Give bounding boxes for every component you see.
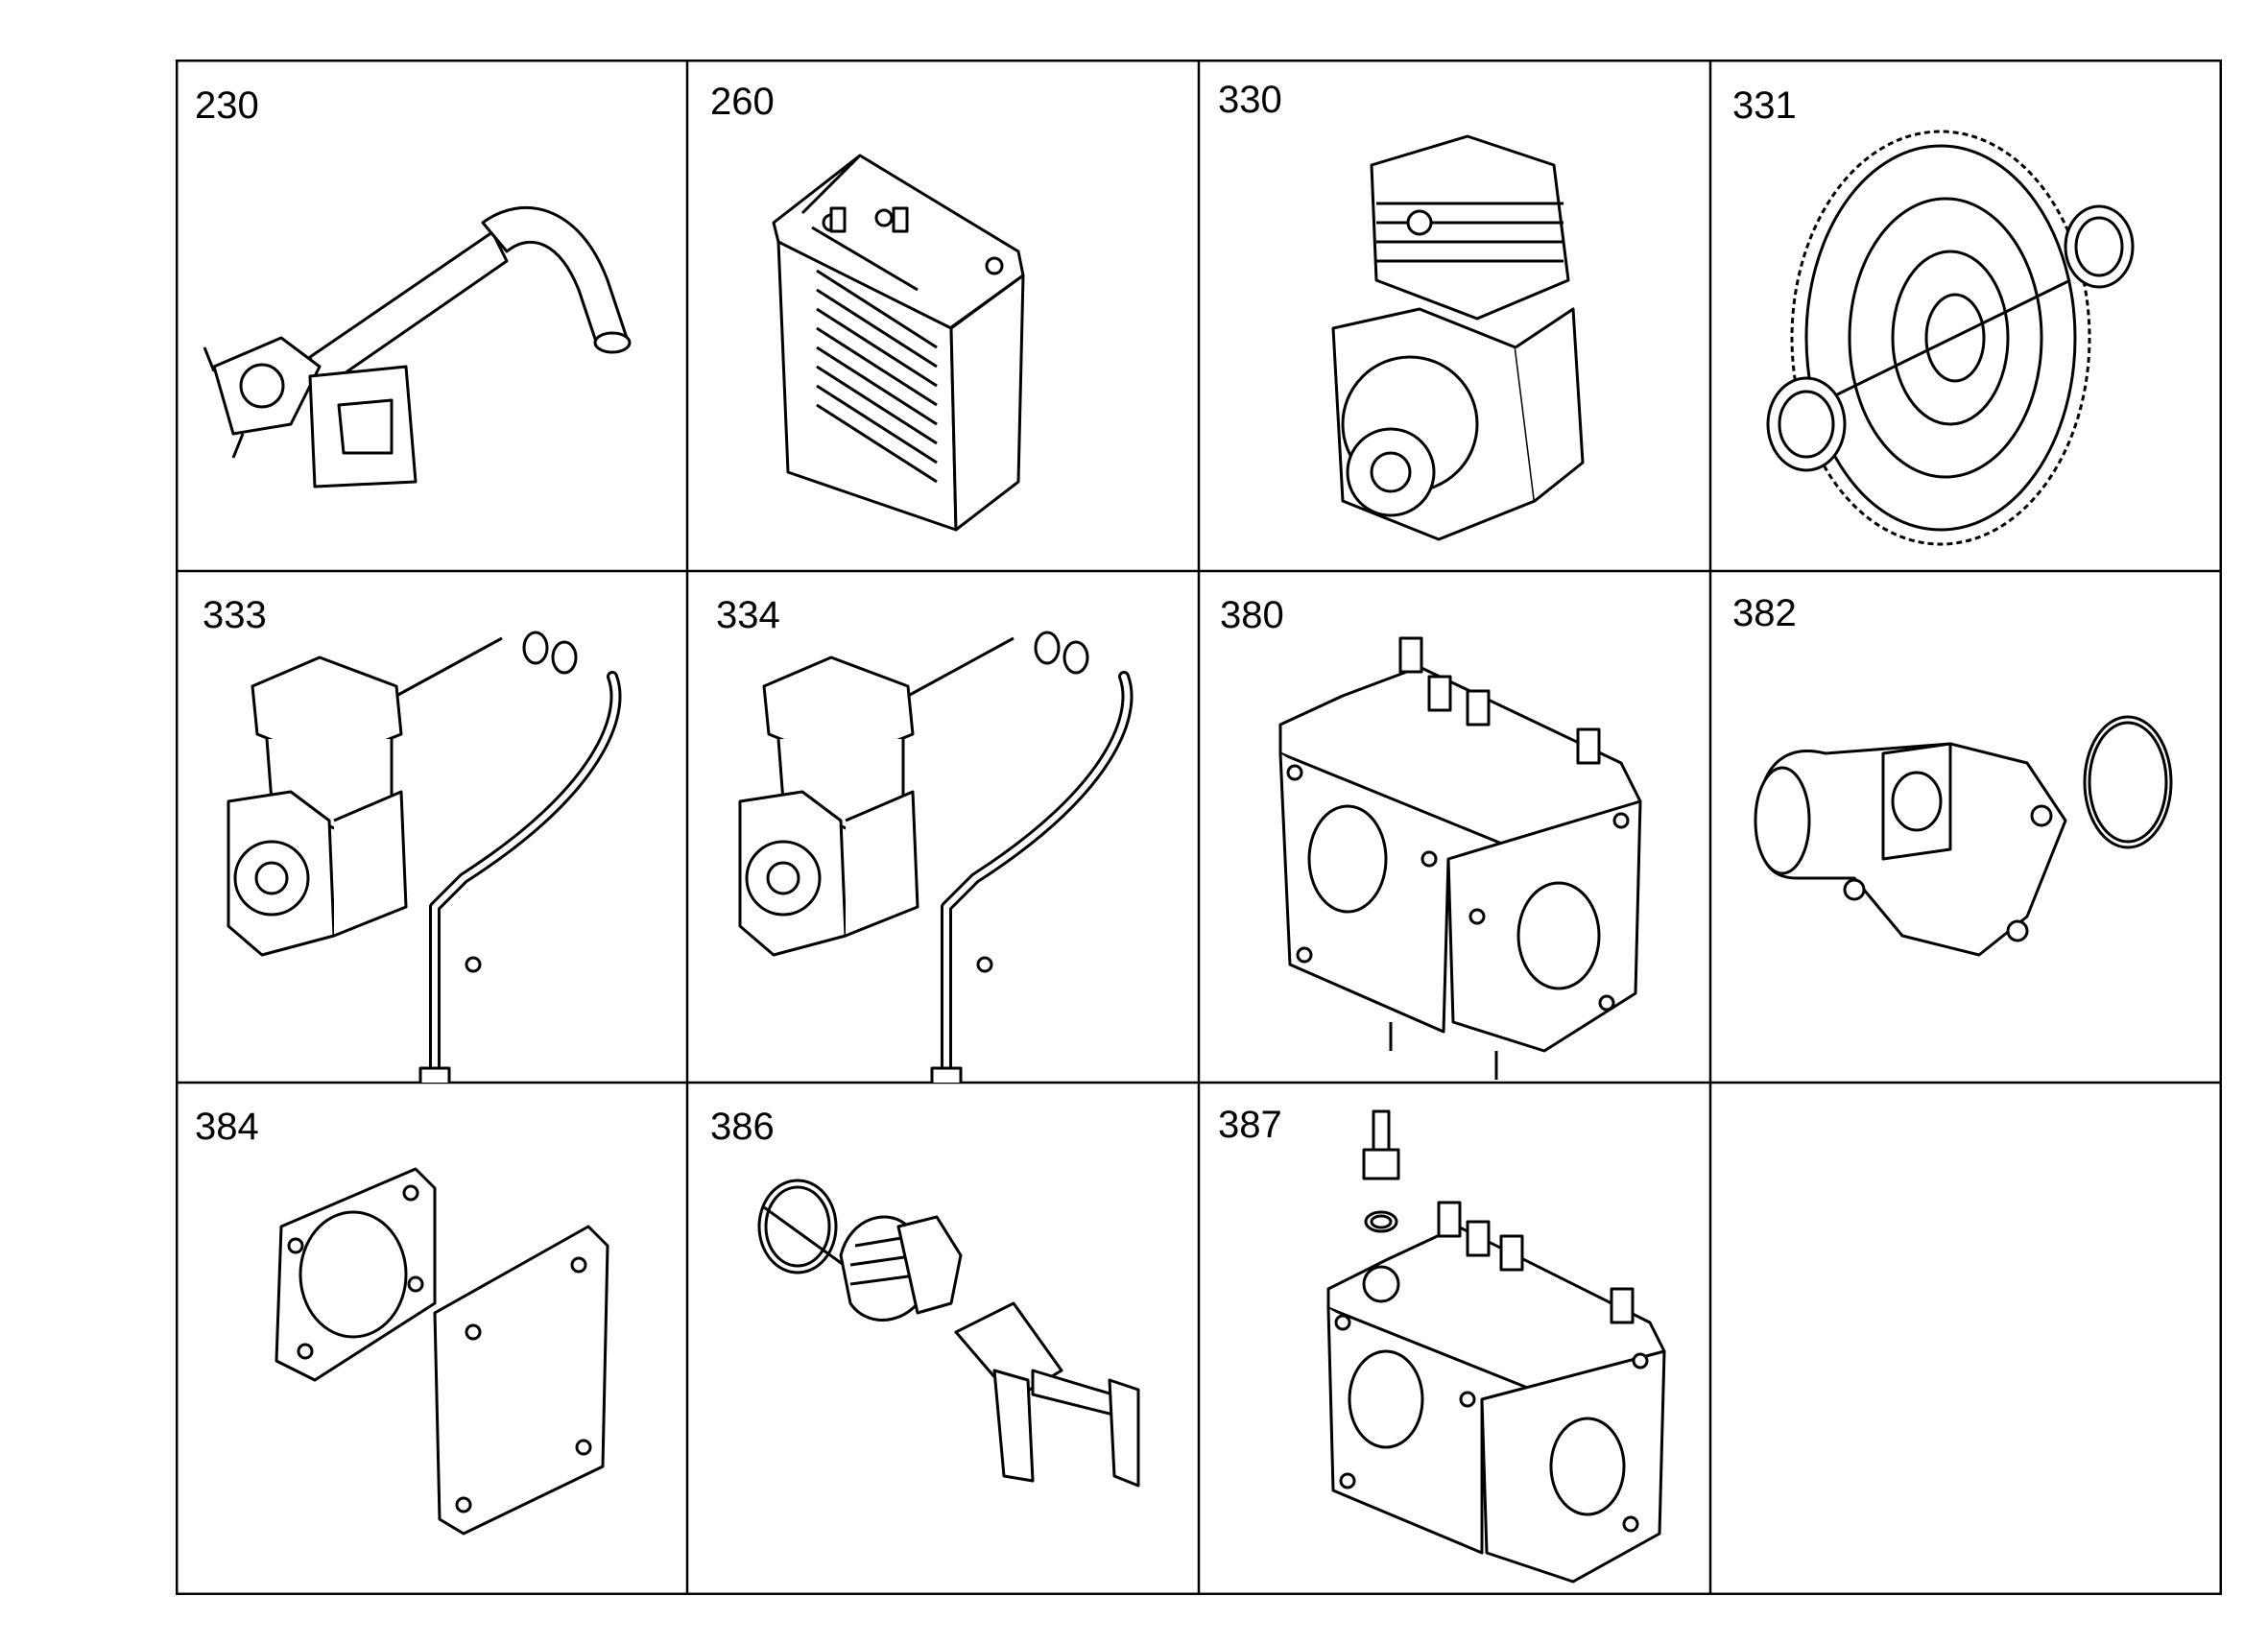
cylinder-head-drawing: [1278, 636, 1642, 1080]
cell-382: 382: [1710, 571, 2222, 1083]
cell-384: 384: [176, 1083, 687, 1594]
drain-valve-drawing: [757, 1179, 1140, 1488]
part-number-label: 380: [1220, 594, 1284, 636]
cell-empty: [1710, 1083, 2222, 1594]
cell-331: 331: [1710, 60, 2222, 571]
cylinder-head-with-fitting-drawing: [1326, 1109, 1666, 1584]
part-number-label: 260: [710, 81, 775, 123]
part-number-label: 384: [195, 1106, 259, 1148]
elbow-flange-drawing: [1754, 715, 2173, 957]
part-number-label: 387: [1218, 1104, 1282, 1146]
cell-333: 333: [176, 571, 687, 1083]
part-number-label: 330: [1218, 79, 1282, 121]
part-number-label: 334: [716, 594, 780, 636]
cell-230: 230: [176, 60, 687, 571]
oil-cooler-drawing: [772, 154, 1025, 532]
part-number-label: 230: [195, 84, 259, 127]
parts-grid: 230 260: [176, 60, 2222, 1595]
cell-380: 380: [1199, 571, 1710, 1083]
compressor-with-pipe-drawing: [738, 631, 1134, 1083]
compressor-with-pipe-drawing: [227, 631, 622, 1083]
cell-387: 387: [1199, 1083, 1710, 1594]
cell-260: 260: [687, 60, 1199, 571]
part-number-label: 386: [710, 1106, 775, 1148]
cell-330: 330: [1199, 60, 1710, 571]
part-number-label: 331: [1732, 84, 1797, 127]
gasket-and-cover-plate-drawing: [275, 1167, 609, 1536]
part-number-label: 382: [1732, 592, 1797, 634]
exhaust-pipe-drawing: [203, 205, 632, 488]
gear-drawing: [1766, 130, 2135, 546]
air-compressor-drawing: [1331, 134, 1585, 541]
cell-334: 334: [687, 571, 1199, 1083]
part-number-label: 333: [203, 594, 267, 636]
cell-386: 386: [687, 1083, 1199, 1594]
